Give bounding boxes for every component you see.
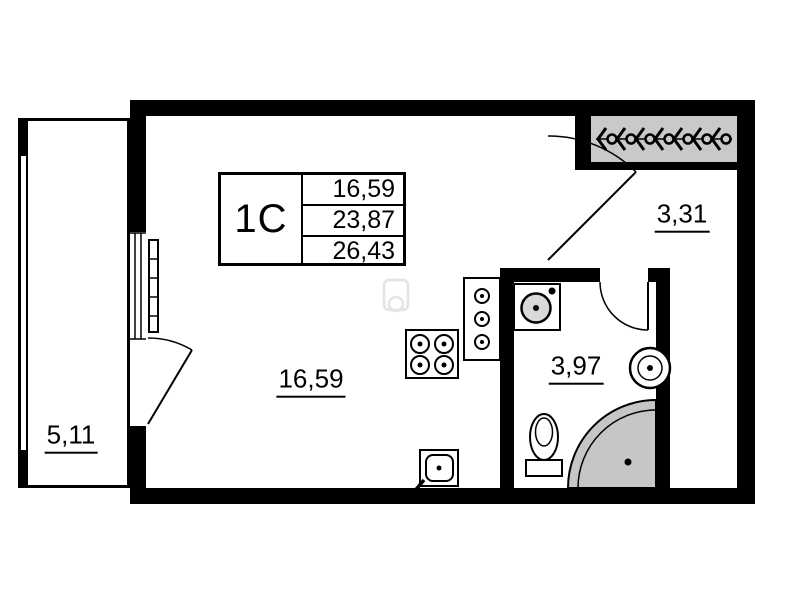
bath-sink-icon [513,283,561,331]
bath-door-swing-icon [599,281,649,331]
legend-apartment-area: 23,87 [303,204,403,235]
bath-wall-right [656,268,670,488]
legend-total-area: 26,43 [303,235,403,266]
wall-left-upper [130,100,146,232]
wall-top [130,100,755,116]
balcony-window-icon [130,232,146,340]
unit-type-label: 1C [221,175,303,263]
balcony-wall-stub-top [18,118,28,156]
wall-bottom [130,488,755,504]
wardrobe-wall-left [575,116,591,168]
wall-right [737,100,755,504]
legend-living-area: 16,59 [332,175,395,203]
legend-table: 1C 16,59 23,87 26,43 [218,172,406,266]
radiator-icon [148,239,159,333]
wall-left-lower [130,426,146,504]
kitchen-sink-icon [411,449,459,495]
wardrobe-fill [591,116,737,162]
hallway-area-label: 3,31 [654,200,710,233]
bath-wall-left [500,268,514,488]
bath-wall-top-left [500,268,600,282]
stove-icon [405,329,459,379]
balcony-door-swing-icon [147,337,193,425]
balcony-wall-stub-bottom [18,450,28,488]
bathroom-area-label: 3,97 [548,352,604,385]
balcony-area-label: 5,11 [44,421,98,454]
wardrobe-wall-bottom [575,162,737,170]
shower-icon [566,398,657,489]
balcony-outline [18,118,130,488]
legend-values: 16,59 23,87 26,43 [303,175,403,266]
living-area-label: 16,59 [276,365,346,398]
watermark [382,278,410,313]
kitchen-counter-icon [463,277,501,361]
toilet-icon [525,413,563,477]
